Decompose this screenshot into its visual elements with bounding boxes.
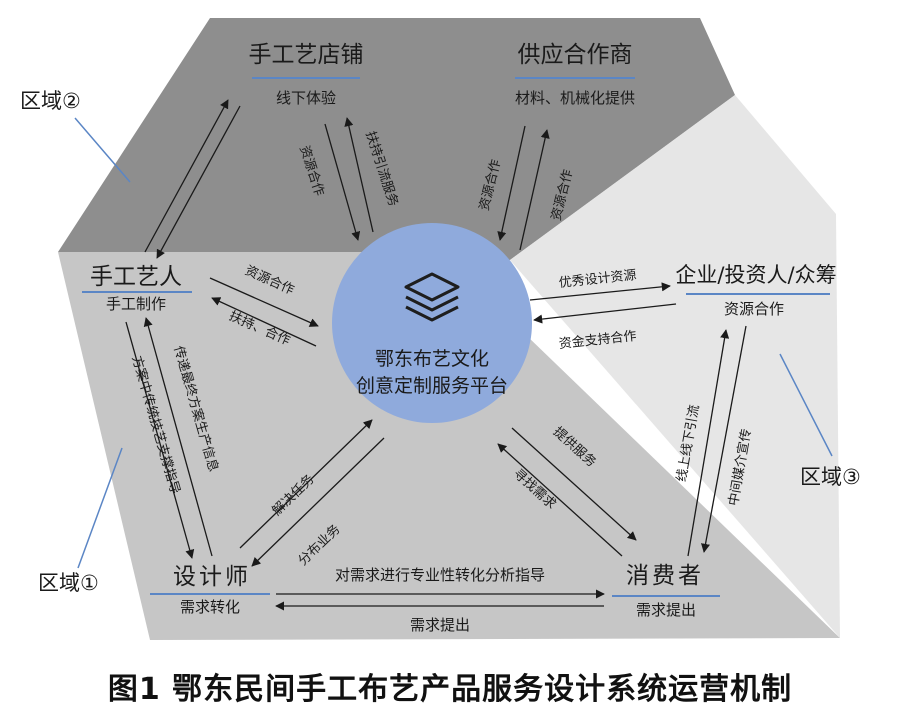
arrow-platform-to-supplier bbox=[519, 129, 550, 251]
arrow-shop-to-artisan bbox=[156, 105, 241, 259]
node-designer-sub: 需求转化 bbox=[180, 598, 240, 616]
arrow-artisan-to-designer bbox=[125, 321, 195, 559]
arrow-consumer-to-platform bbox=[497, 443, 623, 557]
arrow-designer-to-artisan bbox=[143, 317, 213, 557]
region-3-background bbox=[510, 95, 840, 638]
platform-name-line2: 创意定制服务平台 bbox=[356, 375, 508, 397]
arrow-supplier-to-platform bbox=[497, 125, 526, 241]
arrow-platform-to-designer bbox=[251, 437, 385, 567]
arrow-platform-to-consumer bbox=[511, 427, 637, 541]
arrow-platform-to-shop bbox=[344, 117, 374, 233]
node-enterprise-sub: 资源合作 bbox=[724, 300, 784, 318]
node-consumer-sub: 需求提出 bbox=[636, 601, 696, 619]
region-1-leader bbox=[77, 447, 123, 569]
figure-caption: 图1 鄂东民间手工布艺产品服务设计系统运营机制 bbox=[107, 672, 793, 707]
arrow-artisan-to-shop bbox=[144, 99, 229, 253]
arrow-artisan-to-platform bbox=[209, 277, 319, 327]
arrow-designer-to-platform bbox=[239, 419, 373, 549]
label-designer-consumer-a: 对需求进行专业性转化分析指导 bbox=[335, 566, 545, 584]
platform-circle bbox=[332, 223, 532, 423]
layers-icon bbox=[404, 272, 460, 322]
arrow-shop-to-platform bbox=[324, 123, 361, 241]
arrow-platform-to-artisan bbox=[211, 297, 317, 347]
label-designer-consumer-b: 需求提出 bbox=[410, 616, 470, 634]
region-1-label: 区域① bbox=[38, 571, 99, 595]
node-consumer-title: 消费者 bbox=[626, 563, 704, 589]
region-2-label: 区域② bbox=[20, 89, 81, 113]
node-shop-sub: 线下体验 bbox=[276, 89, 336, 107]
region-2-leader bbox=[74, 117, 131, 183]
node-artisan-title: 手工艺人 bbox=[90, 264, 182, 290]
arrow-enterprise-to-consumer bbox=[701, 325, 747, 553]
arrow-platform-to-enterprise bbox=[529, 282, 671, 301]
node-enterprise-title: 企业/投资人/众筹 bbox=[675, 263, 836, 287]
platform-name-line1: 鄂东布艺文化 bbox=[375, 348, 489, 370]
node-shop-title: 手工艺店铺 bbox=[249, 42, 364, 68]
region-3-leader bbox=[779, 353, 833, 457]
arrow-enterprise-to-platform bbox=[533, 303, 677, 324]
node-supplier-title: 供应合作商 bbox=[518, 42, 633, 68]
region-1-background bbox=[58, 252, 840, 640]
region-3-label: 区域③ bbox=[800, 465, 861, 489]
node-designer-title: 设计师 bbox=[173, 564, 251, 590]
node-supplier-sub: 材料、机械化提供 bbox=[515, 89, 635, 107]
arrow-consumer-to-enterprise bbox=[687, 329, 730, 557]
node-artisan-sub: 手工制作 bbox=[106, 295, 166, 313]
